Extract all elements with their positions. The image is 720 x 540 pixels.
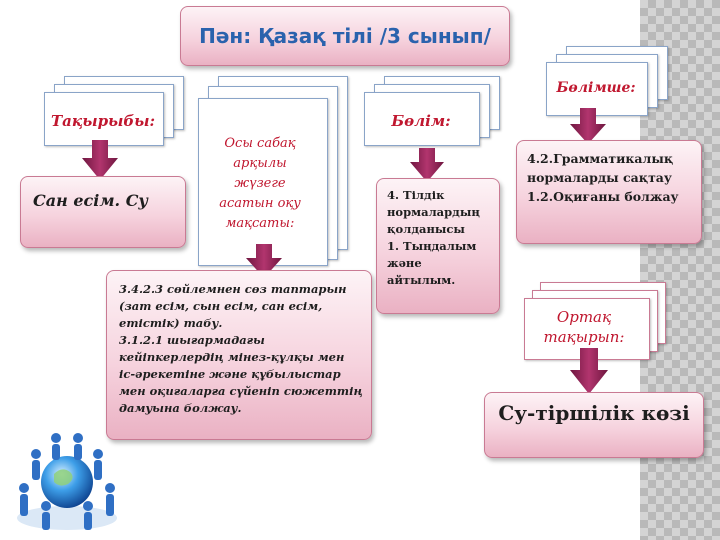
common-topic-label: Ортақ тақырып: <box>543 308 625 346</box>
goals-box: 3.4.2.3 сөйлемнен сөз таптарын (зат есім… <box>106 270 372 440</box>
topic-label: Тақырыбы: <box>50 112 156 130</box>
goal-item: 3.4.2.3 сөйлемнен сөз таптарын (зат есім… <box>119 282 347 330</box>
topic-value-box: Сан есім. Су <box>20 176 186 248</box>
common-topic-value-box: Су-тіршілік көзі <box>484 392 704 458</box>
down-arrow-icon <box>410 148 444 182</box>
subsection-box: 4.2.Грамматикалық нормаларды сақтау 1.2.… <box>516 140 702 244</box>
goal-label: Осы сабақ арқылы жүзеге асатын оқу мақса… <box>219 136 301 231</box>
subsection-item: 4.2.Грамматикалық нормаларды сақтау <box>527 151 674 185</box>
down-arrow-icon <box>570 348 608 394</box>
subsection-item: 1.2.Оқиғаны болжау <box>527 189 679 204</box>
globe-people-icon <box>17 433 117 530</box>
subsection-label: Бөлімше: <box>556 80 636 96</box>
down-arrow-icon <box>82 140 118 180</box>
down-arrow-icon <box>246 244 282 278</box>
page-title: Пән: Қазақ тілі /3 сынып/ <box>180 6 510 66</box>
section-item: 4. Тілдік нормалардың қолданысы <box>387 188 480 236</box>
section-item: 1. Тыңдалым және айтылым. <box>387 239 477 287</box>
goal-item: 3.1.2.1 шығармадағы кейіпкерлердің мінез… <box>119 333 363 415</box>
down-arrow-icon <box>570 108 606 144</box>
section-label: Бөлім: <box>391 112 451 130</box>
section-box: 4. Тілдік нормалардың қолданысы 1. Тыңда… <box>376 178 500 314</box>
topic-value: Сан есім. Су <box>33 191 148 210</box>
common-topic-value: Су-тіршілік көзі <box>498 401 690 425</box>
